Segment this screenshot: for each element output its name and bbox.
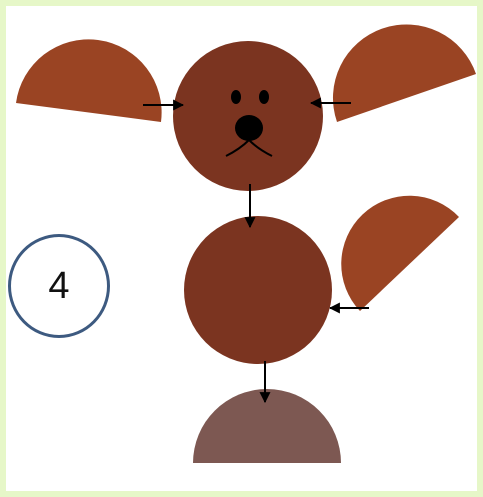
right-ear-semicircle (332, 24, 476, 123)
body-circle (184, 216, 332, 364)
mouth (225, 138, 273, 157)
nose (235, 115, 263, 141)
tail-semicircle (341, 195, 459, 311)
left-eye (231, 90, 241, 104)
left-ear-semicircle (16, 39, 162, 122)
base-semicircle (193, 389, 341, 463)
step-number: 4 (48, 265, 70, 307)
step-number-badge: 4 (8, 234, 110, 338)
right-eye (259, 90, 269, 104)
